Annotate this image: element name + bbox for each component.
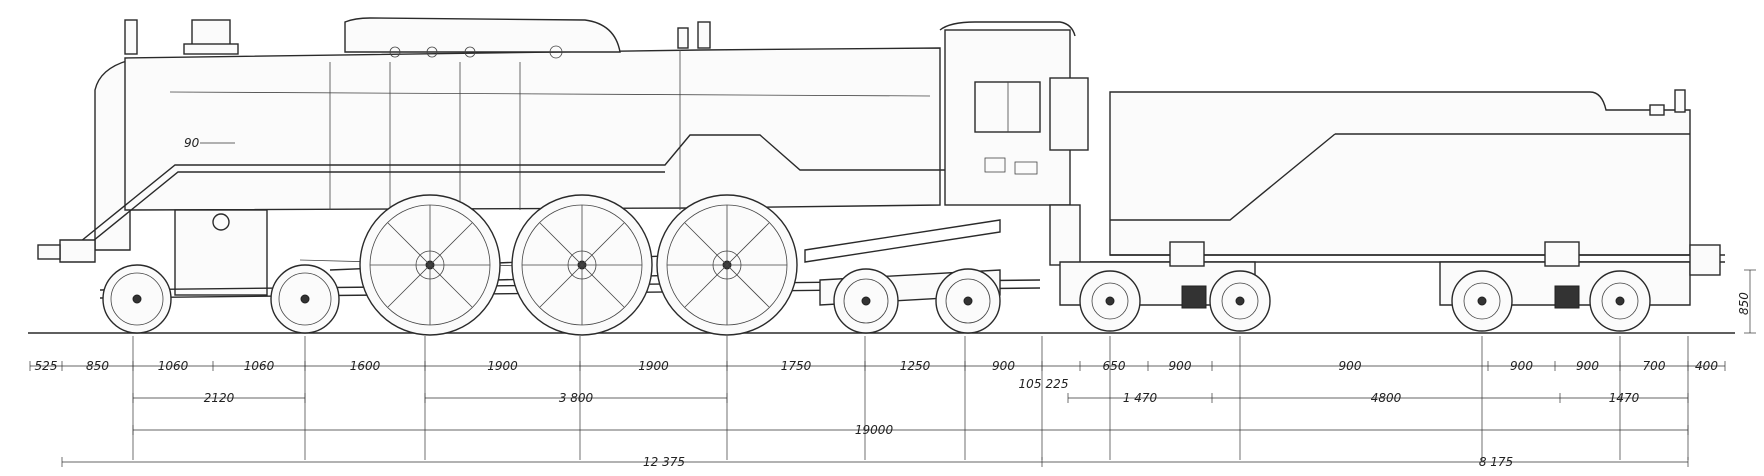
leading-wheel-1 — [102, 264, 172, 334]
dimension-row1-9: 900 — [992, 359, 1015, 373]
dimension-row1-5: 1900 — [487, 359, 518, 373]
dimension-row1-0: 525 — [35, 359, 58, 373]
cab-door — [1049, 77, 1089, 151]
dimension-row1-6: 1900 — [638, 359, 669, 373]
tender-wheel-2 — [1209, 270, 1271, 332]
dimension-row2-1: 3 800 — [559, 391, 594, 405]
trailing-wheel-2 — [935, 268, 1001, 334]
dimension-row1-extra-0: 105 — [1019, 377, 1042, 391]
driving-wheel-1 — [359, 194, 501, 336]
dimension-row1-4: 1600 — [350, 359, 381, 373]
leading-wheel-2 — [270, 264, 340, 334]
dimension-row1-1: 850 — [86, 359, 109, 373]
tender — [1059, 89, 1725, 332]
tender-wheel-1 — [1079, 270, 1141, 332]
locomotive-body — [37, 17, 1089, 299]
annotation-850: 850 — [1737, 292, 1751, 315]
dimension-row1-2: 1060 — [158, 359, 189, 373]
annotation-height: 850 — [1737, 269, 1756, 334]
dimension-row1-12: 900 — [1339, 359, 1362, 373]
dimension-lines: 525 850 1060 1060 1600 1900 1900 1750 1250 900 650… — [29, 336, 1726, 469]
dimension-row1-7: 1750 — [781, 359, 812, 373]
dimension-row1-3: 1060 — [244, 359, 275, 373]
dimension-row4-0: 12 375 — [643, 455, 685, 469]
dimension-row2-3: 4800 — [1371, 391, 1402, 405]
driving-wheel-3 — [656, 194, 798, 336]
dimension-row1-11: 900 — [1169, 359, 1192, 373]
annotation-90: 90 — [184, 136, 200, 150]
cab-window — [974, 81, 1041, 133]
tender-wheel-4 — [1589, 270, 1651, 332]
steam-dome — [344, 17, 621, 53]
dimension-row1-10: 650 — [1103, 359, 1126, 373]
dimension-row1-16: 400 — [1695, 359, 1718, 373]
dimension-row4-1: 8 175 — [1479, 455, 1513, 469]
cylinder — [174, 209, 268, 296]
dimension-row1-extra-1: 225 — [1046, 377, 1069, 391]
locomotive-wheels — [102, 194, 1001, 336]
trailing-wheel-1 — [833, 268, 899, 334]
annotation-smokebox: 90 — [184, 136, 235, 150]
dimension-row2-0: 2120 — [204, 391, 235, 405]
dimension-row1-8: 1250 — [900, 359, 931, 373]
dimension-row1-13: 900 — [1510, 359, 1533, 373]
dimension-row1-14: 900 — [1576, 359, 1599, 373]
dimension-row2-2: 1 470 — [1123, 391, 1158, 405]
dimension-row2-4: 1470 — [1609, 391, 1640, 405]
dimension-row3-0: 19000 — [855, 423, 894, 437]
driving-wheel-2 — [511, 194, 653, 336]
dimension-row1-15: 700 — [1643, 359, 1666, 373]
tender-wheel-3 — [1451, 270, 1513, 332]
